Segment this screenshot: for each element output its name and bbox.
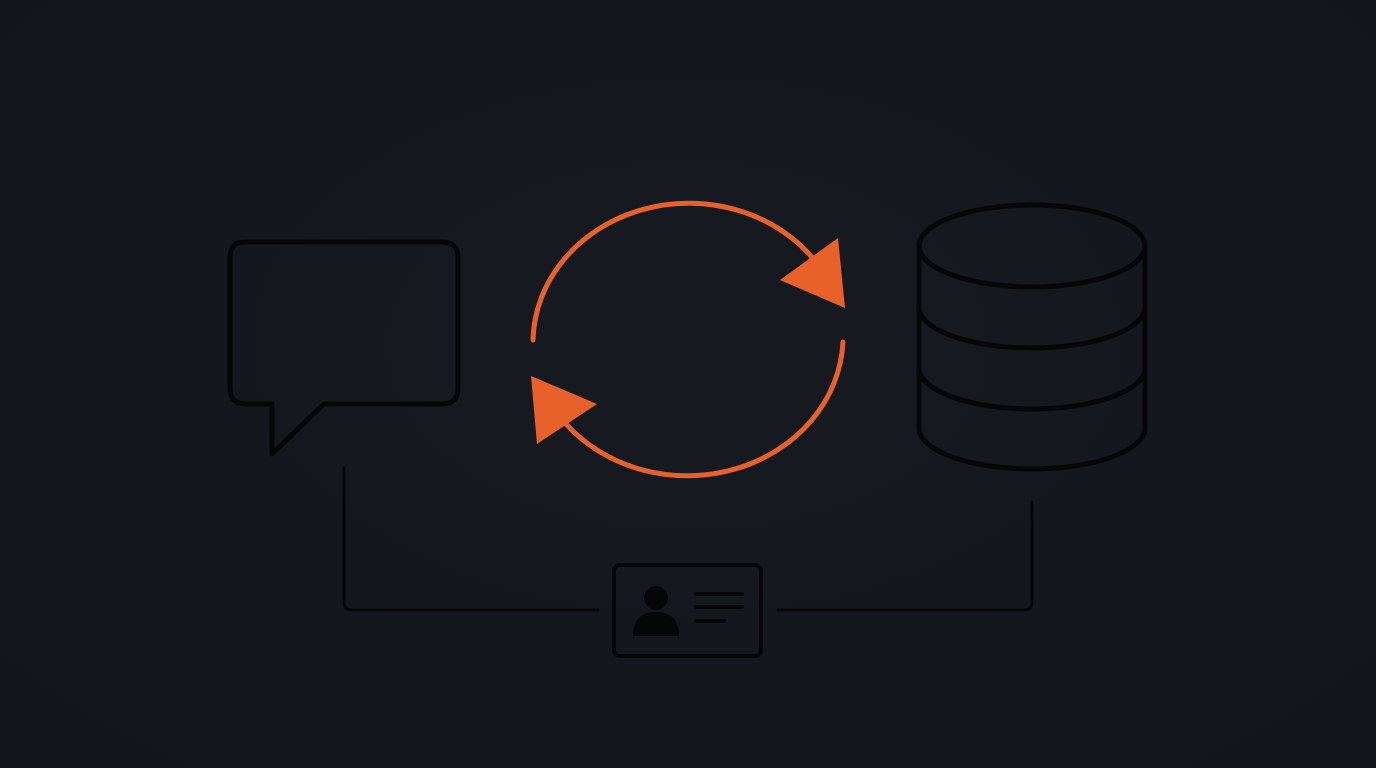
- circular-arrows-icon: [530, 200, 846, 479]
- id-card-avatar-head: [644, 586, 668, 610]
- sync-arrowhead-lower: [531, 376, 597, 444]
- id-card-icon: [612, 563, 763, 658]
- edge-message-to-identity: [342, 466, 600, 612]
- sync-arc-upper: [530, 200, 819, 343]
- id-card-avatar-body: [633, 612, 679, 636]
- speech-bubble-icon: [227, 239, 461, 457]
- sync-arrowhead-upper: [780, 238, 845, 308]
- database-cylinder-icon: [916, 202, 1148, 472]
- id-card-text-lines: [694, 592, 744, 623]
- edge-identity-to-database: [776, 500, 1034, 612]
- sync-arc-lower: [563, 339, 846, 479]
- connectors: [342, 466, 1034, 612]
